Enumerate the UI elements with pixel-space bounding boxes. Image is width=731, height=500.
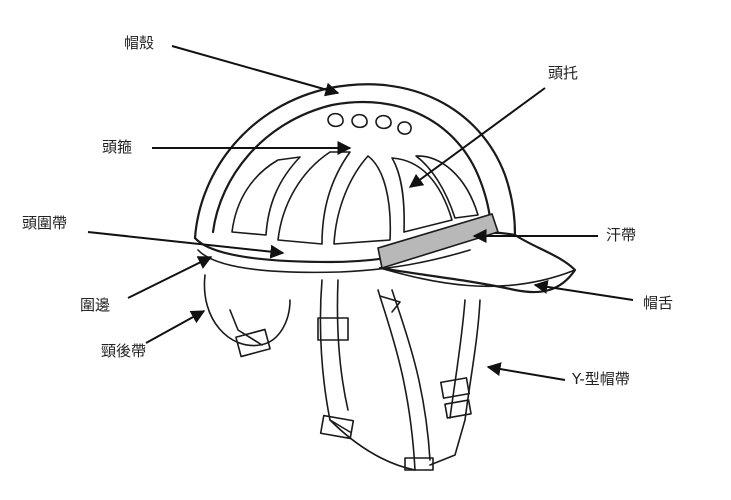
leader-arrows bbox=[87, 45, 634, 381]
arrow-brim bbox=[533, 279, 634, 301]
label-rim: 圍邊 bbox=[80, 296, 111, 314]
arrow-suspension bbox=[408, 87, 546, 188]
label-sweatband: 汗帶 bbox=[606, 226, 637, 244]
label-headband: 頭圍帶 bbox=[22, 214, 68, 232]
suspension-straps bbox=[203, 274, 481, 471]
arrow-chin-strap bbox=[486, 362, 566, 381]
arrow-shell bbox=[171, 45, 340, 97]
sweatband-shape bbox=[377, 213, 500, 270]
arrow-headband bbox=[87, 231, 285, 259]
label-shell: 帽殼 bbox=[124, 34, 155, 52]
label-chin-strap: Y-型帽帶 bbox=[572, 370, 630, 388]
label-brim: 帽舌 bbox=[643, 294, 674, 312]
label-nape-strap: 頸後帶 bbox=[101, 342, 147, 360]
arrow-nape-strap bbox=[145, 310, 206, 344]
helmet-crown-straps bbox=[231, 151, 479, 245]
brim-edge bbox=[379, 267, 576, 288]
label-crown-strap: 頭箍 bbox=[102, 138, 133, 156]
helmet-shell bbox=[193, 83, 517, 240]
label-suspension: 頭托 bbox=[548, 64, 579, 82]
arrow-rim bbox=[127, 256, 213, 299]
